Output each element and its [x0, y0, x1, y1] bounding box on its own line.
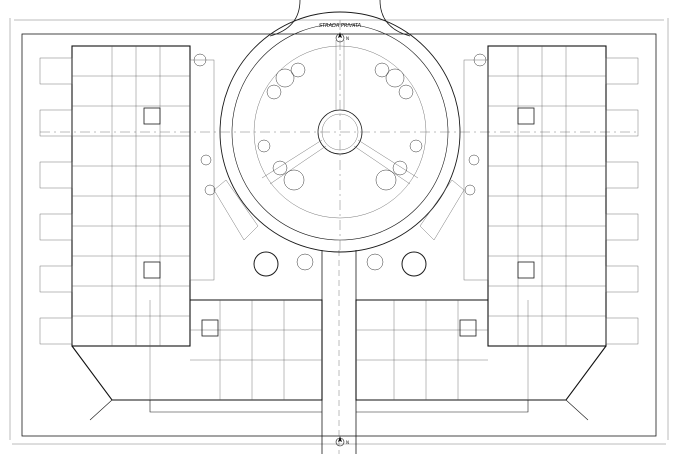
north-label-bottom: N	[346, 440, 349, 445]
right-building-wing	[355, 45, 639, 421]
north-arrow-bottom: N	[335, 436, 349, 447]
north-label-top: N	[346, 36, 349, 41]
street-label: STRADA PRIVATA	[319, 23, 362, 29]
entrance-ramps	[213, 179, 465, 241]
landscaping-trees	[193, 53, 487, 271]
north-arrow-top: N	[335, 32, 349, 43]
central-courtyard	[40, 11, 640, 253]
left-building-wing	[39, 45, 323, 421]
round-pavilions	[253, 251, 427, 277]
